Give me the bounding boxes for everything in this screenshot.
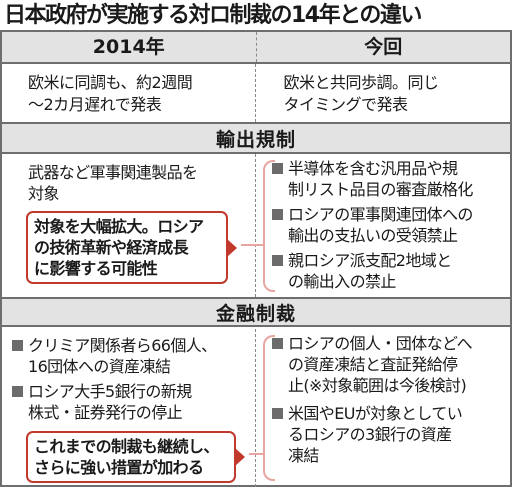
bracket-line [263, 160, 275, 292]
section-heading-export: 輸出規制 [2, 124, 510, 154]
bracket-connector [241, 244, 265, 246]
section-heading-finance: 金融制裁 [2, 297, 510, 327]
column-header-row: 2014年 今回 [2, 32, 510, 64]
finance-callout-line1: これまでの制裁も継続し、 [34, 437, 219, 456]
export-callout-line3: に影響する可能性 [34, 259, 158, 278]
finance-right-item1-line1: ロシアの個人・団体などへ [288, 334, 473, 353]
finance-right-item2-line3: 凍結 [288, 446, 319, 465]
export-current-item-3: 親ロシア派支配2地域と の輸出入の禁止 [270, 250, 506, 292]
finance-current-item-2: 米国やEUが対象としてい るロシアの3銀行の資産 凍結 [270, 403, 506, 466]
timing-current-line2: タイミングで発表 [283, 95, 409, 114]
timing-2014-line1: 欧米に同調も、約2週間 [28, 73, 193, 92]
finance-2014-item-1: クリミア関係者ら66個人、 16団体への資産凍結 [10, 335, 254, 377]
column-header-2014: 2014年 [92, 35, 165, 58]
export-item1-line2: 制リスト品目の審査厳格化 [288, 180, 473, 199]
column-divider [255, 154, 256, 297]
export-item1-line1: 半導体を含む汎用品や規 [288, 159, 458, 178]
export-2014-line2: 対象 [28, 184, 59, 203]
finance-right-item1-line2: の資産凍結と査証発給停 [288, 355, 458, 374]
export-item3-line2: の輸出入の禁止 [288, 272, 396, 291]
bracket-line [263, 335, 275, 481]
timing-current: 欧米と共同歩調。同じ タイミングで発表 [254, 64, 511, 122]
bracket-connector [249, 453, 265, 455]
finance-right-item2-line1: 米国やEUが対象としてい [288, 404, 463, 423]
finance-right-item1-line3: 止(※対象範囲は今後検討) [288, 376, 467, 395]
comparison-table: 2014年 今回 欧米に同調も、約2週間 ～2カ月遅れで発表 欧米と共同歩調。同… [0, 30, 512, 487]
finance-right-item2-line2: るロシアの3銀行の資産 [288, 425, 452, 444]
export-2014-line1: 武器など軍事関連製品を [28, 163, 198, 182]
finance-left-item2-line2: 株式・証券発行の停止 [28, 403, 183, 422]
export-current-item-2: ロシアの軍事関連団体への 輸出の支払いの受領禁止 [270, 204, 506, 246]
export-item3-line1: 親ロシア派支配2地域と [288, 251, 452, 270]
finance-section: クリミア関係者ら66個人、 16団体への資産凍結 ロシア大手5銀行の新規 株式・… [2, 329, 510, 487]
infographic-title: 日本政府が実施する対ロ制裁の14年との違い [4, 3, 422, 28]
export-callout-line1: 対象を大幅拡大。ロシア [34, 217, 204, 236]
timing-row: 欧米に同調も、約2週間 ～2カ月遅れで発表 欧米と共同歩調。同じ タイミングで発… [2, 64, 510, 124]
export-section: 武器など軍事関連製品を 対象 対象を大幅拡大。ロシア の技術革新や経済成長 に影… [2, 154, 510, 297]
export-item2-line2: 輸出の支払いの受領禁止 [288, 226, 458, 245]
export-summary-callout: 対象を大幅拡大。ロシア の技術革新や経済成長 に影響する可能性 [26, 211, 237, 284]
timing-2014: 欧米に同調も、約2週間 ～2カ月遅れで発表 [2, 64, 255, 122]
finance-current-item-1: ロシアの個人・団体などへ の資産凍結と査証発給停 止(※対象範囲は今後検討) [270, 333, 506, 396]
export-callout-line2: の技術革新や経済成長 [34, 238, 189, 257]
column-header-current: 今回 [255, 32, 511, 62]
timing-current-line1: 欧米と共同歩調。同じ [283, 73, 440, 92]
timing-2014-line2: ～2カ月遅れで発表 [28, 95, 162, 114]
column-divider [255, 329, 256, 487]
export-current-item-1: 半導体を含む汎用品や規 制リスト品目の審査厳格化 [270, 158, 506, 200]
finance-left-item1-line2: 16団体への資産凍結 [28, 357, 171, 376]
finance-left-item2-line1: ロシア大手5銀行の新規 [28, 382, 192, 401]
finance-2014-item-2: ロシア大手5銀行の新規 株式・証券発行の停止 [10, 381, 254, 423]
export-item2-line1: ロシアの軍事関連団体への [288, 205, 473, 224]
export-2014-text: 武器など軍事関連製品を 対象 [28, 162, 250, 204]
finance-left-item1-line1: クリミア関係者ら66個人、 [28, 336, 217, 355]
finance-summary-callout: これまでの制裁も継続し、 さらに強い措置が加わる [26, 431, 245, 483]
finance-callout-line2: さらに強い措置が加わる [34, 458, 204, 477]
